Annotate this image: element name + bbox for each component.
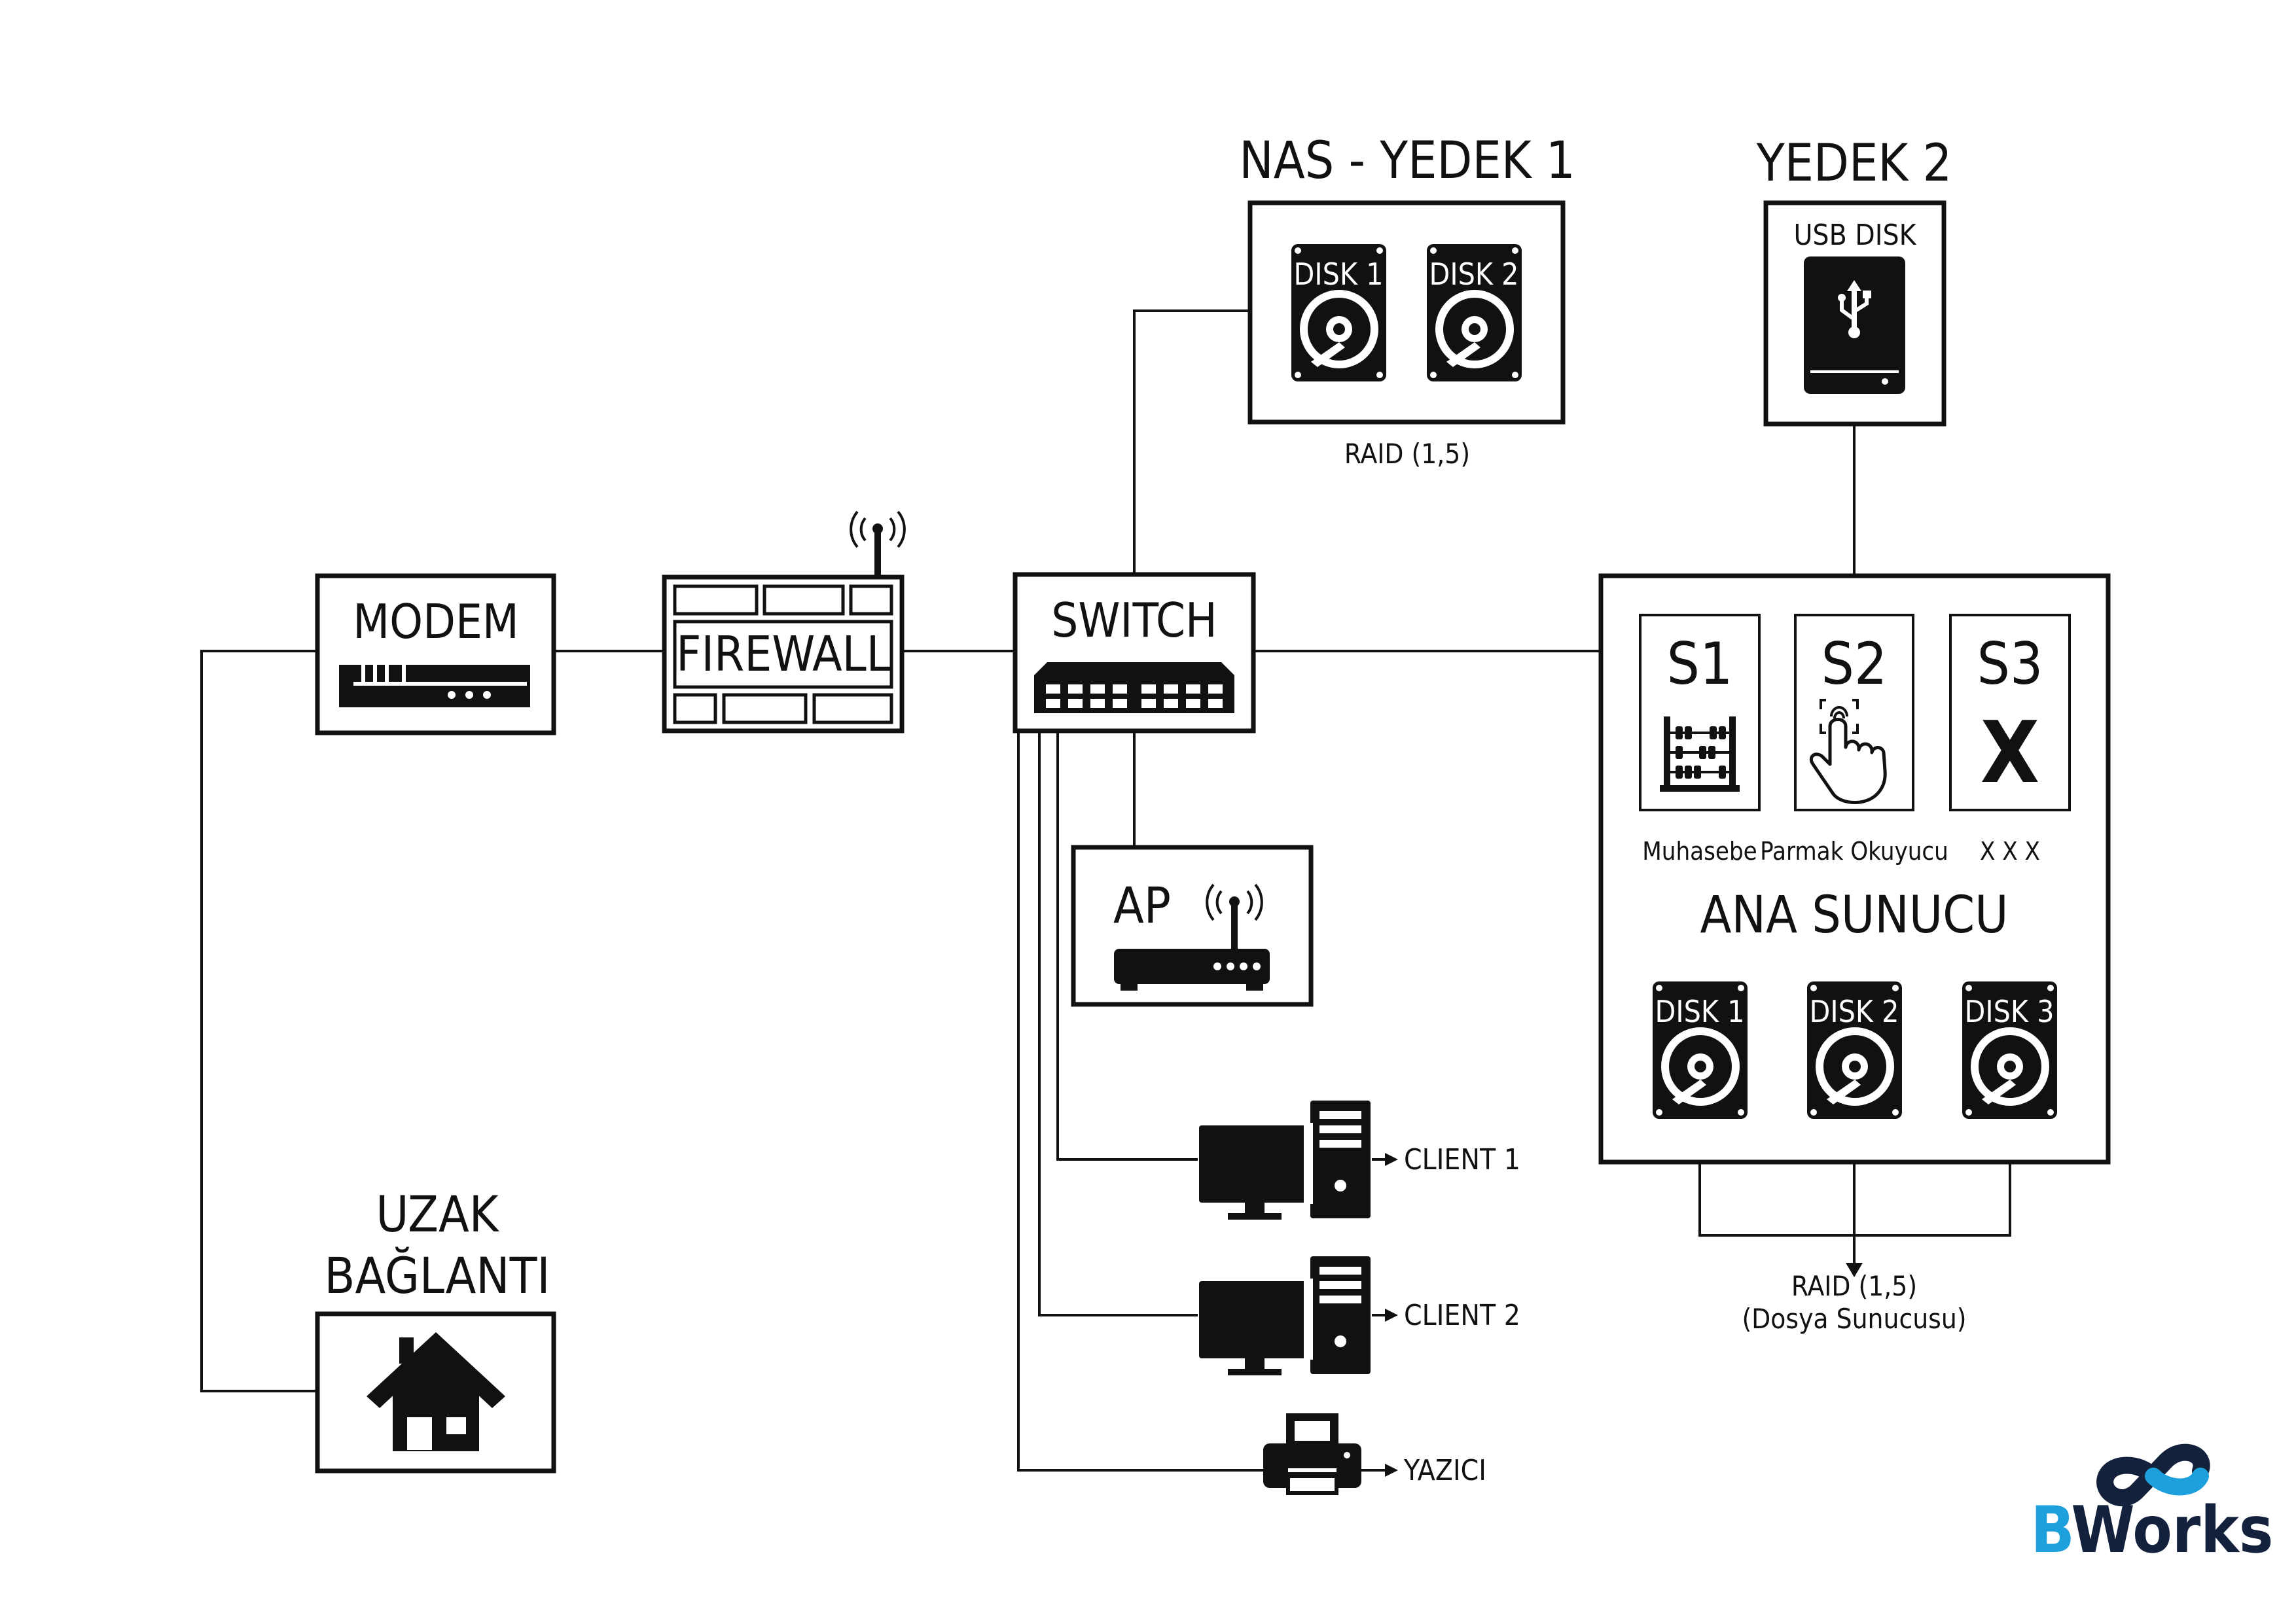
backup2-node: YEDEK 2 USB DISK xyxy=(1756,134,1952,427)
logo-text-b: B xyxy=(2031,1493,2072,1568)
service-s3-name: S3 xyxy=(1977,630,2043,697)
infinity-icon xyxy=(2096,1443,2210,1506)
printer-icon xyxy=(1263,1413,1361,1495)
switch-node: SWITCH xyxy=(1013,572,1256,733)
remote-title-line1: UZAK xyxy=(376,1185,499,1243)
server-disk-1-label: DISK 1 xyxy=(1655,994,1745,1029)
nas-raid-label: RAID (1,5) xyxy=(1344,438,1470,470)
desktop-computer-icon xyxy=(1199,1101,1371,1220)
service-s2-name: S2 xyxy=(1821,630,1888,697)
main-server-title: ANA SUNUCU xyxy=(1700,886,2009,945)
nas-disk-1: DISK 1 xyxy=(1291,244,1386,381)
server-disk-3-label: DISK 3 xyxy=(1965,994,2054,1029)
server-disk-3: DISK 3 xyxy=(1962,981,2057,1119)
client-2-label: CLIENT 2 xyxy=(1404,1299,1520,1332)
usb-drive-icon xyxy=(1804,256,1905,394)
service-s1-name: S1 xyxy=(1667,630,1733,697)
backup2-title: YEDEK 2 xyxy=(1756,134,1952,193)
bworks-logo: BWorks xyxy=(2031,1443,2274,1568)
abacus-icon xyxy=(1660,716,1740,792)
server-raid-label: RAID (1,5) xyxy=(1791,1270,1917,1302)
client-1-label: CLIENT 1 xyxy=(1404,1143,1520,1176)
ap-label: AP xyxy=(1113,876,1171,934)
switch-ports-icon xyxy=(1034,662,1234,713)
antenna-icon xyxy=(850,510,906,577)
desktop-computer-icon xyxy=(1199,1256,1371,1375)
nas-node: NAS - YEDEK 1 DISK 1 DISK 2 RAID (1,5) xyxy=(1239,132,1575,470)
remote-title-line2: BAĞLANTI xyxy=(325,1246,550,1305)
house-icon xyxy=(367,1332,505,1451)
service-s1: S1 Muhasebe xyxy=(1639,614,1761,866)
logo-text: BWorks xyxy=(2031,1493,2274,1568)
nas-title: NAS - YEDEK 1 xyxy=(1239,132,1575,190)
ap-node: AP xyxy=(1071,845,1314,1007)
remote-node: UZAK BAĞLANTI xyxy=(315,1185,556,1474)
server-disk-2: DISK 2 xyxy=(1807,981,1902,1119)
service-s2-caption: Parmak Okuyucu xyxy=(1760,837,1948,866)
switch-label: SWITCH xyxy=(1051,593,1217,648)
fingerprint-touch-icon xyxy=(1809,699,1887,804)
service-s3-symbol: X xyxy=(1981,703,2039,802)
server-raid-note: (Dosya Sunucusu) xyxy=(1742,1303,1966,1335)
usb-disk-label: USB DISK xyxy=(1793,219,1916,252)
logo-text-works: Works xyxy=(2071,1493,2273,1568)
access-point-icon xyxy=(1114,883,1270,991)
printer: YAZICI xyxy=(1263,1413,1486,1495)
client-2: CLIENT 2 xyxy=(1199,1256,1520,1375)
printer-label: YAZICI xyxy=(1403,1454,1486,1487)
server-disk-2-label: DISK 2 xyxy=(1810,994,1899,1029)
nas-disk-2-label: DISK 2 xyxy=(1429,256,1519,292)
firewall-label: FIREWALL xyxy=(676,626,891,682)
modem-node: MODEM xyxy=(315,573,556,735)
modem-label: MODEM xyxy=(353,594,519,649)
nas-disk-1-label: DISK 1 xyxy=(1294,256,1384,292)
modem-icon xyxy=(339,665,530,707)
service-s2: S2 Parmak Okuyucu xyxy=(1760,614,1948,866)
client-1: CLIENT 1 xyxy=(1199,1101,1520,1220)
brick-wall-icon xyxy=(673,584,893,724)
main-server-node: S1 Muhasebe xyxy=(1598,573,2111,1335)
service-s3: S3 X X X X xyxy=(1949,614,2071,866)
service-s3-caption: X X X xyxy=(1980,837,2040,866)
server-disk-1: DISK 1 xyxy=(1653,981,1748,1119)
nas-disk-2: DISK 2 xyxy=(1427,244,1522,381)
service-s1-caption: Muhasebe xyxy=(1642,837,1757,866)
firewall-node: FIREWALL xyxy=(662,510,906,733)
